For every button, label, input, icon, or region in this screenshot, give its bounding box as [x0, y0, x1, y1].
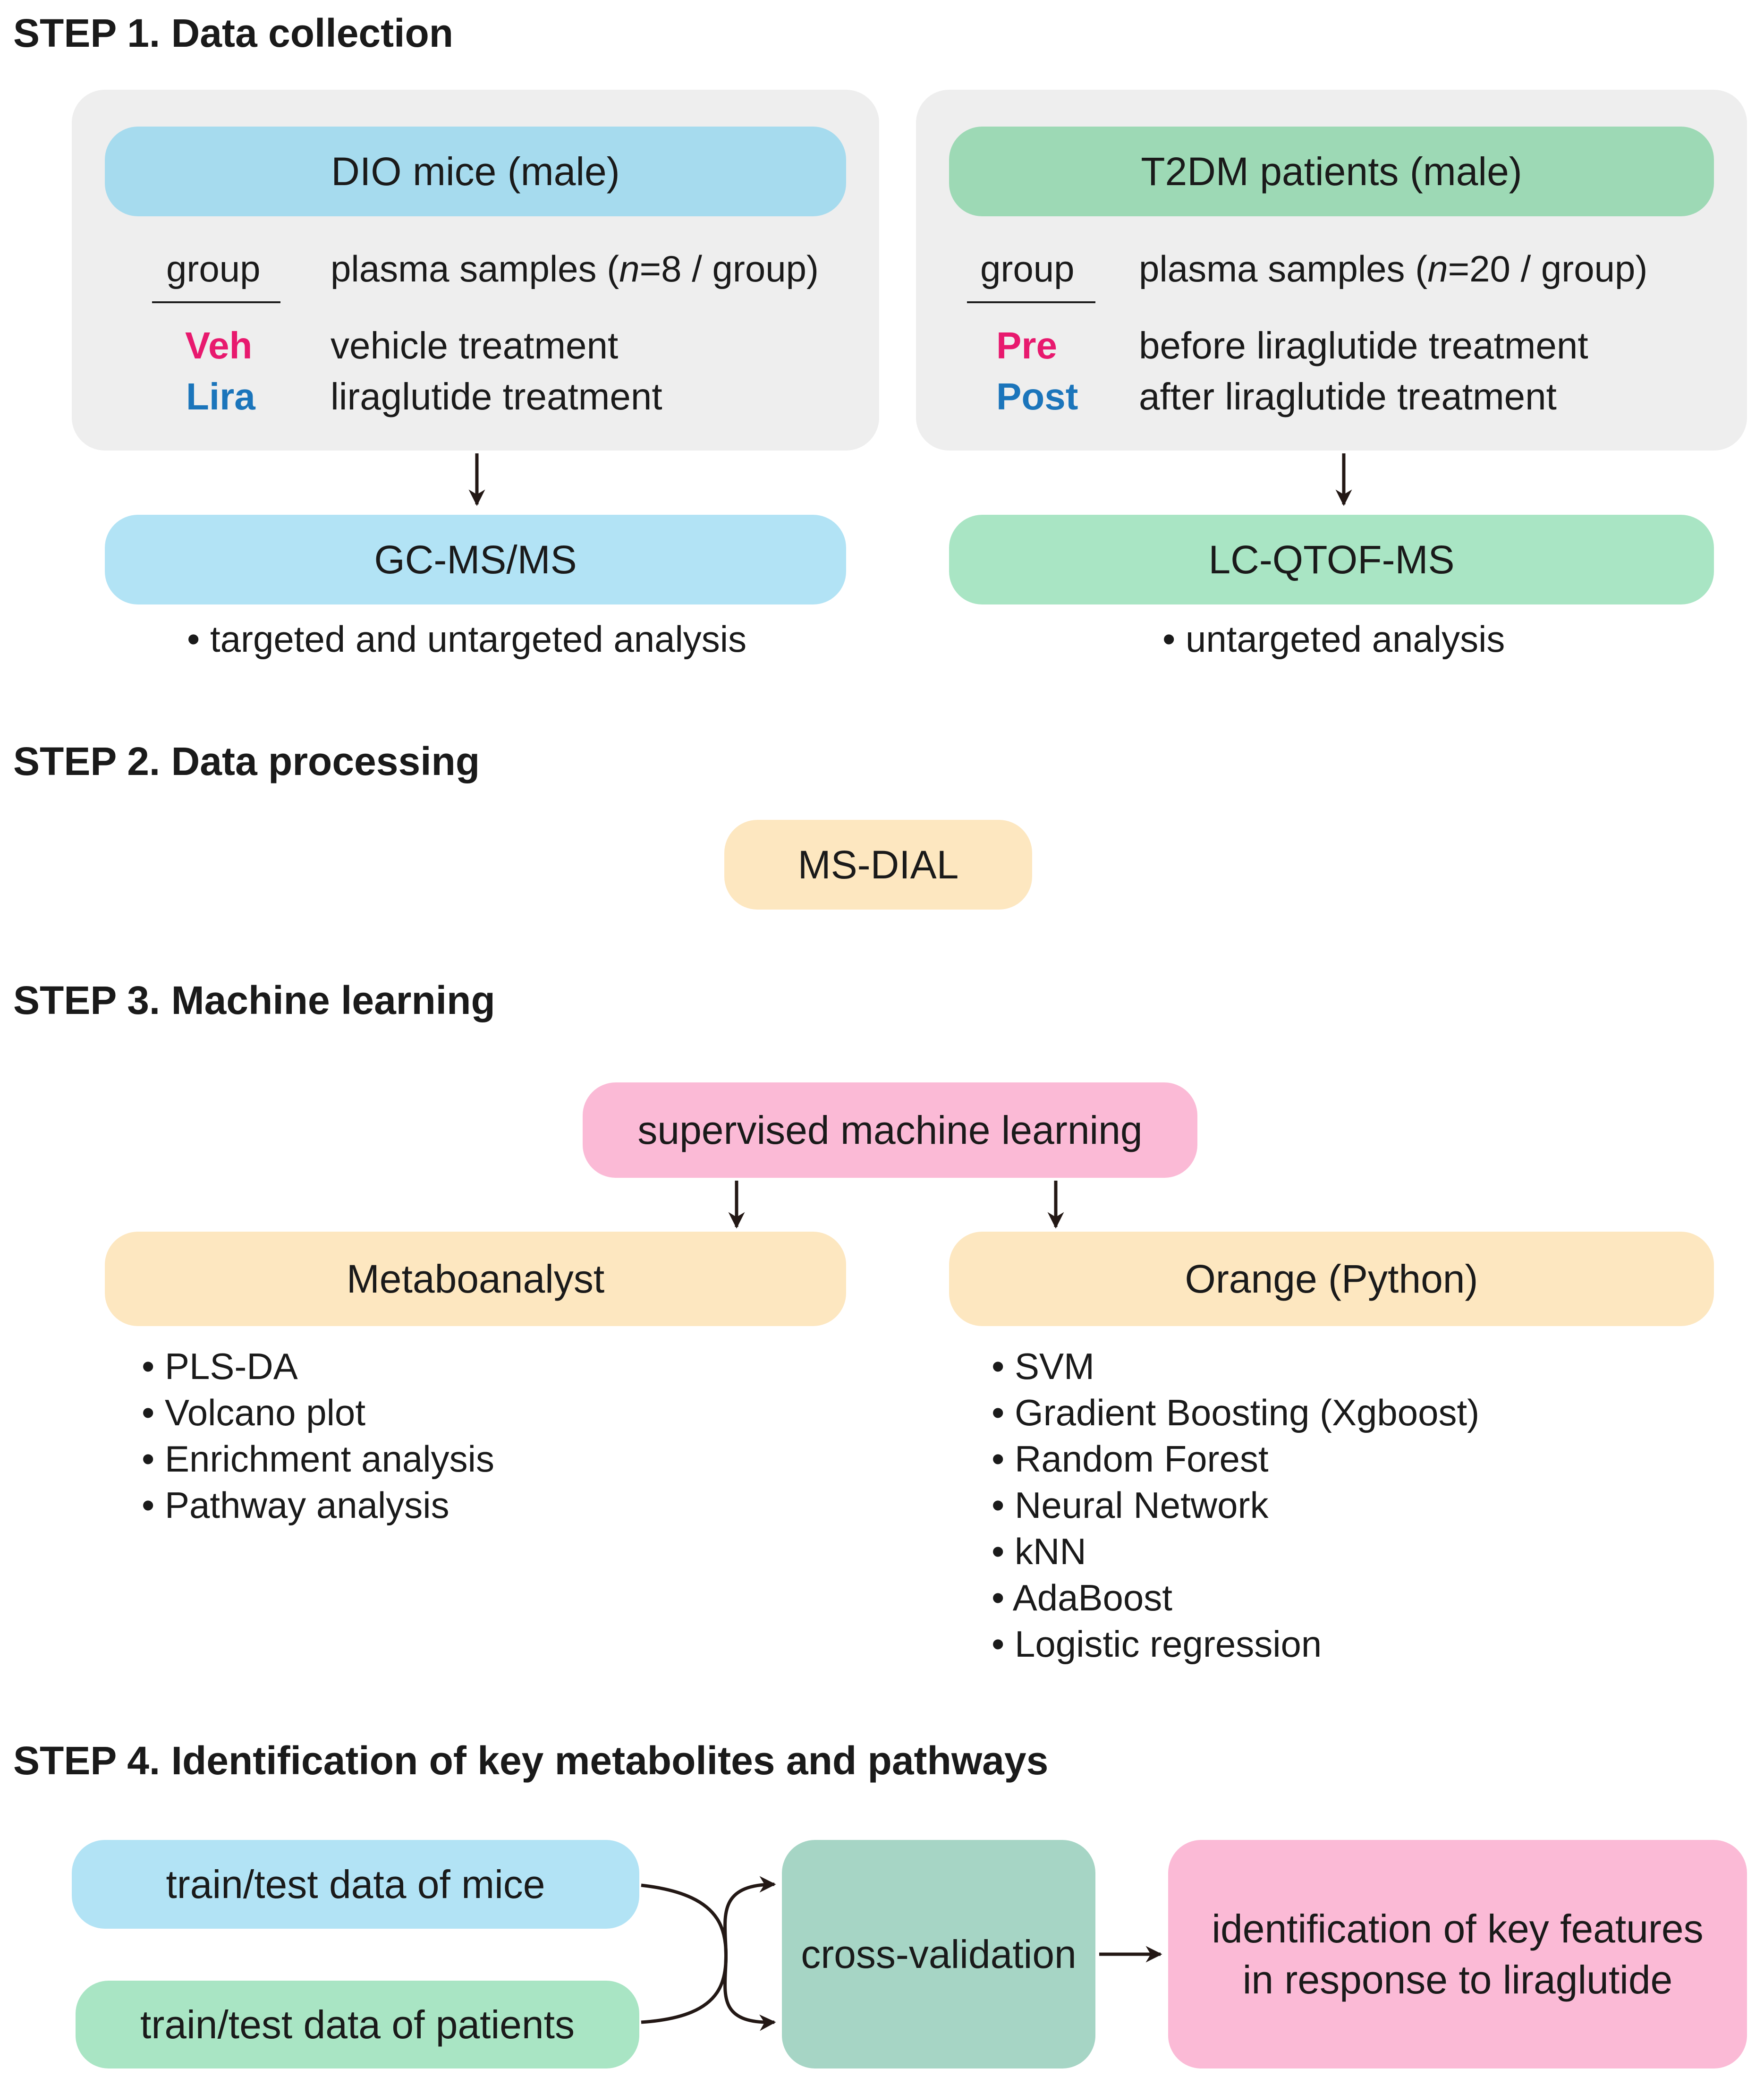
key-features-line1: identification of key features: [1212, 1907, 1704, 1951]
metaboanalyst-box: Metaboanalyst: [105, 1232, 846, 1326]
patients-group-post: Post: [996, 375, 1078, 417]
mice-group-lira: Lira: [186, 375, 255, 417]
metaboanalyst-methods: PLS-DA Volcano plot Enrichment analysis …: [142, 1343, 494, 1528]
patient-data-box: train/test data of patients: [76, 1981, 639, 2068]
list-item: Enrichment analysis: [142, 1436, 494, 1482]
step2-title: STEP 2. Data processing: [13, 739, 480, 783]
gc-ms-notes: targeted and untargeted analysis: [187, 616, 746, 662]
list-item: kNN: [992, 1528, 1479, 1575]
step1-title: STEP 1. Data collection: [13, 11, 454, 55]
key-features-box: identification of key features in respon…: [1168, 1840, 1747, 2068]
orange-box: Orange (Python): [949, 1232, 1714, 1326]
ms-dial-box: MS-DIAL: [724, 820, 1032, 910]
lc-ms-box: LC-QTOF-MS: [949, 515, 1714, 604]
step4-title: STEP 4. Identification of key metabolite…: [13, 1738, 1049, 1783]
patients-header: T2DM patients (male): [949, 127, 1714, 216]
mice-desc-veh: vehicle treatment: [331, 324, 619, 366]
mice-group-underline: [152, 301, 280, 303]
lc-ms-note: untargeted analysis: [1162, 616, 1505, 662]
mice-desc-lira: liraglutide treatment: [331, 375, 662, 417]
cross-validation-box: cross-validation: [782, 1840, 1095, 2068]
patients-group-pre: Pre: [996, 324, 1057, 366]
patients-desc-pre: before liraglutide treatment: [1139, 324, 1588, 366]
list-item: Volcano plot: [142, 1389, 494, 1436]
mice-data-box: train/test data of mice: [72, 1840, 639, 1929]
mice-group-col: group: [166, 248, 261, 289]
lc-ms-notes: untargeted analysis: [1162, 616, 1505, 662]
list-item: PLS-DA: [142, 1343, 494, 1389]
mice-group-veh: Veh: [185, 324, 253, 366]
key-features-line2: in response to liraglutide: [1242, 1958, 1673, 2002]
supervised-ml-box: supervised machine learning: [583, 1082, 1197, 1178]
patients-group-col: group: [980, 248, 1075, 289]
patients-desc-post: after liraglutide treatment: [1139, 375, 1557, 417]
patients-samples-header: plasma samples (n=20 / group): [1139, 248, 1648, 289]
gc-ms-box: GC-MS/MS: [105, 515, 846, 604]
mice-header: DIO mice (male): [105, 127, 846, 216]
list-item: Logistic regression: [992, 1621, 1479, 1667]
list-item: Neural Network: [992, 1482, 1479, 1528]
orange-methods: SVM Gradient Boosting (Xgboost) Random F…: [992, 1343, 1480, 1667]
arrow-patient-data-to-cv: [641, 1876, 776, 2024]
list-item: Gradient Boosting (Xgboost): [992, 1389, 1479, 1436]
step3-title: STEP 3. Machine learning: [13, 978, 495, 1022]
list-item: Random Forest: [992, 1436, 1479, 1482]
patients-group-underline: [967, 301, 1095, 303]
list-item: AdaBoost: [992, 1575, 1479, 1621]
list-item: Pathway analysis: [142, 1482, 494, 1528]
mice-samples-header: plasma samples (n=8 / group): [331, 248, 819, 289]
gc-ms-note: targeted and untargeted analysis: [187, 616, 746, 662]
list-item: SVM: [992, 1343, 1479, 1389]
